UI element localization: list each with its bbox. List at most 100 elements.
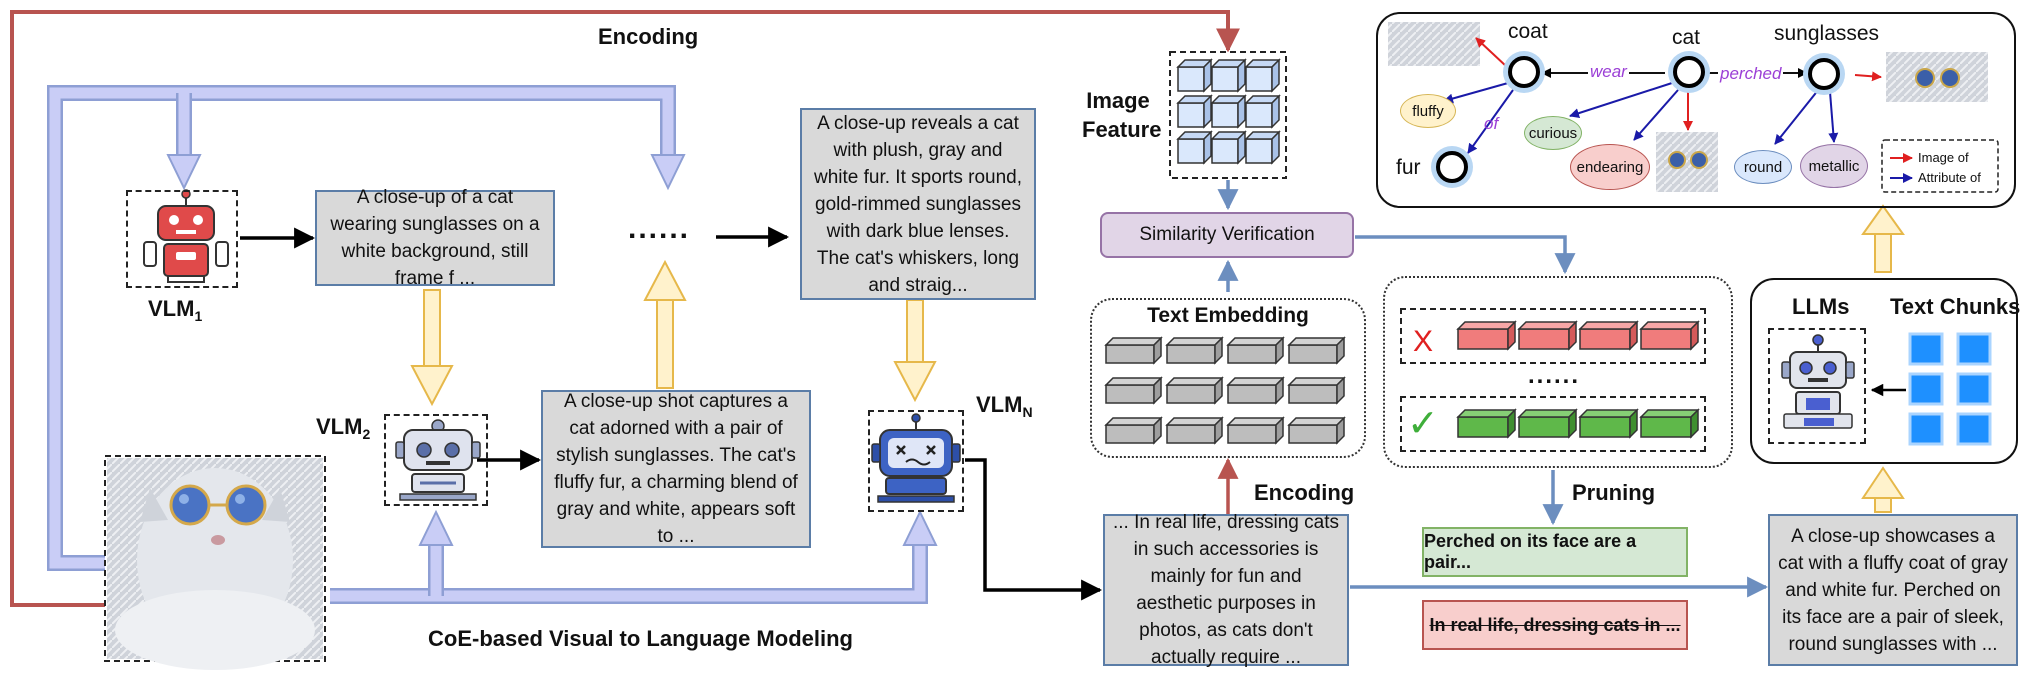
caption-vlmn: A close-up reveals a cat with plush, gra… xyxy=(800,108,1036,300)
embedding-block xyxy=(1165,336,1224,365)
caption-final: A close-up showcases a cat with a fluffy… xyxy=(1768,514,2018,666)
yellow-arrow-up-2 xyxy=(643,259,687,389)
pruning-check-icon: ✓ xyxy=(1407,403,1439,445)
node-coat: coat xyxy=(1508,20,1548,43)
vlm2-label-sub: 2 xyxy=(362,426,371,442)
embedding-block xyxy=(1165,376,1224,405)
feature-cube xyxy=(1244,130,1281,165)
edge-of: of xyxy=(1484,114,1499,133)
image-feature-label: Image Feature xyxy=(1082,86,1162,144)
text-embedding-title: Text Embedding xyxy=(1147,304,1309,327)
embedding-block xyxy=(1287,416,1346,445)
feature-cube xyxy=(1210,58,1247,93)
embedding-block xyxy=(1287,336,1346,365)
vlmn-robot-icon xyxy=(871,413,961,503)
node-fur: fur xyxy=(1396,156,1421,179)
graph-cat-thumb-1 xyxy=(1388,22,1480,66)
knowledge-graph xyxy=(1388,22,1999,193)
graph-cat-thumb-2 xyxy=(1656,132,1718,192)
pruned-bar xyxy=(1517,320,1578,351)
vlm1-label: VLM1 xyxy=(148,296,202,324)
yellow-arrow-up-graph xyxy=(1861,204,1905,273)
kept-bar xyxy=(1456,408,1517,439)
text-chunk-square xyxy=(1908,332,1944,366)
vlm2-frame xyxy=(384,414,488,506)
vlm2-label-main: VLM xyxy=(316,414,363,439)
embedding-block xyxy=(1104,336,1163,365)
feature-cube xyxy=(1244,58,1281,93)
pruning-removed-row xyxy=(1400,308,1706,364)
pruning-frame xyxy=(1383,276,1733,468)
text-chunk-square xyxy=(1956,332,1992,366)
kept-sentence-box: Perched on its face are a pair... xyxy=(1422,527,1688,577)
feature-cube xyxy=(1176,58,1213,93)
legend-attribute-of: Attribute of xyxy=(1918,170,1981,185)
pruned-bar xyxy=(1639,320,1700,351)
caption-reallife: ... In real life, dressing cats in such … xyxy=(1103,512,1349,668)
vlm2-robot-icon xyxy=(395,419,481,501)
image-feature-line-1: Image xyxy=(1086,88,1150,113)
similarity-verification-box: Similarity Verification xyxy=(1100,212,1354,258)
vlm1-label-main: VLM xyxy=(148,296,195,321)
vlm2-label: VLM2 xyxy=(316,414,370,442)
llm-robot-icon xyxy=(1781,334,1855,429)
vlmn-frame xyxy=(868,410,964,512)
kept-bar xyxy=(1639,408,1700,439)
feature-cube xyxy=(1210,130,1247,165)
embedding-block xyxy=(1287,376,1346,405)
llm-panel xyxy=(1750,278,2018,464)
text-embedding-frame xyxy=(1090,298,1366,458)
ellipsis-mid: ...... xyxy=(1528,362,1581,389)
cat-photo xyxy=(104,455,326,670)
vlm1-robot-icon xyxy=(143,189,229,283)
vlmn-label-main: VLM xyxy=(976,392,1023,417)
removed-sentence-box: In real life, dressing cats in ... xyxy=(1422,600,1688,650)
node-cat: cat xyxy=(1672,26,1701,49)
text-chunk-square xyxy=(1956,372,1992,406)
attr-metallic: metallic xyxy=(1800,144,1868,188)
yellow-arrow-down-1 xyxy=(410,289,454,407)
image-feature-line-2: Feature xyxy=(1082,117,1162,142)
text-chunk-square xyxy=(1908,372,1944,406)
text-chunk-square xyxy=(1908,412,1944,446)
embedding-block xyxy=(1226,376,1285,405)
attr-endearing: endearing xyxy=(1570,144,1650,190)
pruned-bar xyxy=(1456,320,1517,351)
attr-round: round xyxy=(1734,150,1792,184)
knowledge-graph-panel xyxy=(1376,12,2016,208)
encoding-red-wire xyxy=(10,10,1240,607)
kept-bar xyxy=(1517,408,1578,439)
caption-vlm1: A close-up of a cat wearing sunglasses o… xyxy=(315,187,555,289)
llms-label: LLMs xyxy=(1792,294,1850,319)
embedding-block xyxy=(1104,416,1163,445)
embedding-block xyxy=(1165,416,1224,445)
feature-cube xyxy=(1176,94,1213,129)
feature-cube xyxy=(1210,94,1247,129)
caption-vlm2: A close-up shot captures a cat adorned w… xyxy=(541,390,811,548)
vlm1-frame xyxy=(126,190,238,288)
legend-image-of: Image of xyxy=(1918,150,1969,165)
text-chunk-square xyxy=(1956,412,1992,446)
feature-cube xyxy=(1244,94,1281,129)
vlmn-label-sub: N xyxy=(1022,404,1033,420)
edge-perched: perched xyxy=(1718,64,1784,84)
vlmn-label: VLMN xyxy=(976,392,1033,420)
edge-wear: wear xyxy=(1588,62,1629,82)
attr-curious: curious xyxy=(1524,116,1582,150)
llm-robot-frame xyxy=(1768,328,1866,444)
ellipsis-top: ...... xyxy=(628,212,691,245)
vlm1-label-sub: 1 xyxy=(194,308,203,324)
graph-cat-thumb-3 xyxy=(1886,52,1988,102)
node-sunglasses: sunglasses xyxy=(1774,22,1880,45)
kept-bar xyxy=(1578,408,1639,439)
pruning-label: Pruning xyxy=(1572,480,1656,505)
feature-cube xyxy=(1176,130,1213,165)
coe-title: CoE-based Visual to Language Modeling xyxy=(428,626,853,651)
encoding-mid-label: Encoding xyxy=(1254,480,1355,505)
pruned-bar xyxy=(1578,320,1639,351)
text-chunks-label: Text Chunks xyxy=(1890,294,2021,319)
embedding-block xyxy=(1226,336,1285,365)
attr-fluffy: fluffy xyxy=(1400,94,1456,128)
